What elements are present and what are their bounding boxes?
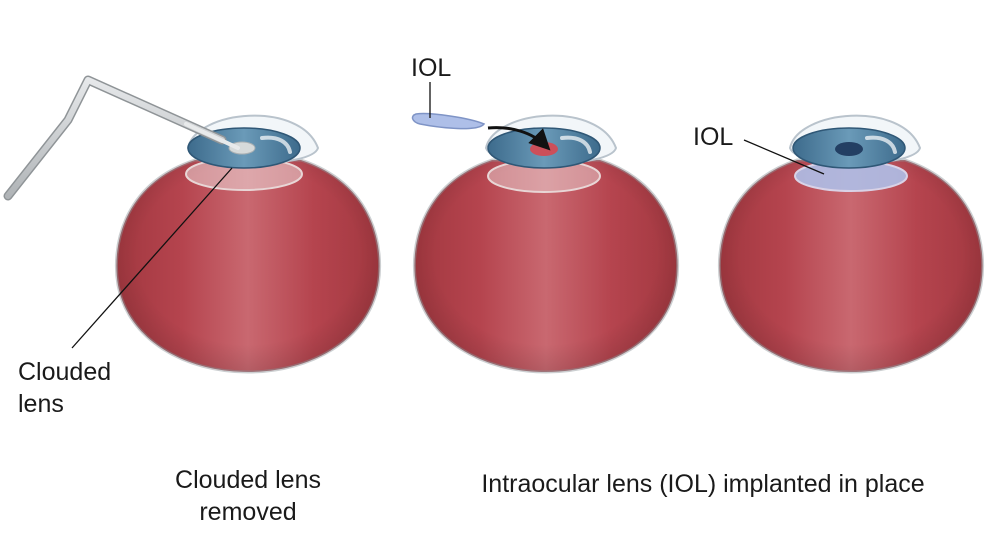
caption-lens-removed-line2: removed [199,498,297,526]
pupil-3 [835,142,863,156]
eye-2 [412,114,680,374]
iol-incoming [411,112,486,130]
label-iol-incoming: IOL [411,54,452,82]
label-clouded-lens: Clouded lens [18,356,111,420]
label-iol-implanted: IOL [693,123,734,151]
leader-clouded-lens [71,167,233,349]
leader-iol-implanted [743,139,825,175]
eye-1 [114,114,382,374]
label-clouded-lens-line1: Clouded [18,358,112,386]
insertion-arrow [487,126,551,151]
eye-3 [717,114,985,374]
label-clouded-lens-line2: lens [18,390,64,418]
caption-lens-removed-line1: Clouded lens [175,466,321,494]
phaco-probe [3,75,240,201]
caption-iol-implanted: Intraocular lens (IOL) implanted in plac… [481,470,925,498]
caption-lens-removed: Clouded lens removed [148,464,348,528]
